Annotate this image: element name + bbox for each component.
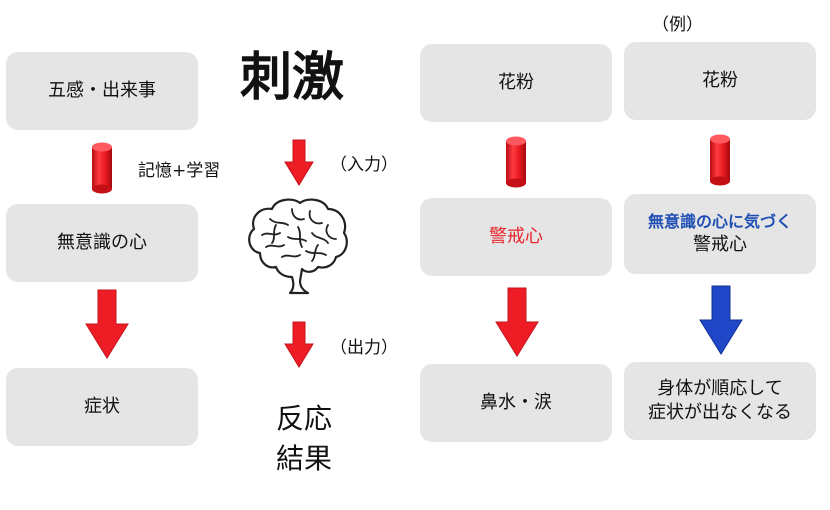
pollen-box-b: 花粉 bbox=[624, 42, 816, 120]
unconscious-mind-box: 無意識の心 bbox=[6, 204, 198, 282]
alertness-box-a: 警戒心 bbox=[420, 198, 612, 276]
body-adapts-line1: 身体が順応して bbox=[657, 377, 783, 399]
input-label: （入力） bbox=[330, 155, 398, 175]
reaction-label: 反応 bbox=[276, 402, 333, 435]
body-adapts-box: 身体が順応して 症状が出なくなる bbox=[624, 362, 816, 440]
brain-icon bbox=[242, 195, 352, 295]
symptom-label: 症状 bbox=[84, 395, 120, 417]
body-adapts-line2: 症状が出なくなる bbox=[648, 402, 792, 423]
memory-learning-label: 記憶+学習 bbox=[138, 161, 221, 181]
result-label: 結果 bbox=[276, 442, 333, 475]
alertness-label-b: 警戒心 bbox=[693, 233, 747, 255]
example-label: （例） bbox=[652, 15, 703, 35]
alertness-box-b: 無意識の心に気づく 警戒心 bbox=[624, 194, 816, 274]
runny-nose-label: 鼻水・涙 bbox=[480, 391, 552, 413]
right-a-down-arrow bbox=[494, 287, 540, 358]
pollen-connector-cylinder-a bbox=[506, 136, 526, 188]
right-b-down-arrow bbox=[698, 285, 744, 356]
pollen-connector-cylinder-b bbox=[710, 134, 730, 186]
memory-connector-cylinder bbox=[92, 142, 112, 194]
alertness-label-a: 警戒心 bbox=[489, 225, 543, 247]
awareness-note: 無意識の心に気づく bbox=[647, 212, 792, 232]
pollen-box-a: 花粉 bbox=[420, 44, 612, 122]
five-senses-box: 五感・出来事 bbox=[6, 52, 198, 130]
five-senses-label: 五感・出来事 bbox=[48, 79, 156, 101]
stimulus-title: 刺激 bbox=[240, 48, 345, 108]
symptom-box: 症状 bbox=[6, 368, 198, 446]
pollen-label-b: 花粉 bbox=[702, 69, 738, 91]
unconscious-mind-label: 無意識の心 bbox=[57, 231, 147, 253]
runny-nose-box: 鼻水・涙 bbox=[420, 364, 612, 442]
left-down-arrow bbox=[84, 289, 130, 360]
output-label: （出力） bbox=[330, 338, 398, 358]
output-arrow bbox=[284, 321, 314, 368]
pollen-label-a: 花粉 bbox=[498, 71, 534, 93]
input-arrow bbox=[284, 139, 314, 186]
